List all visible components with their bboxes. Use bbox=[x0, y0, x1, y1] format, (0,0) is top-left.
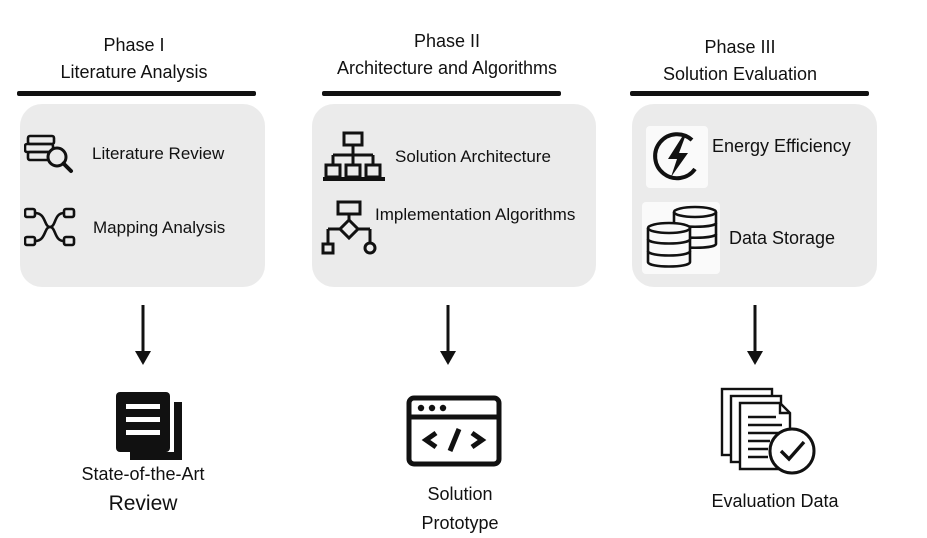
phase-2-title-line2: Architecture and Algorithms bbox=[336, 58, 558, 78]
phase-2-divider bbox=[322, 91, 561, 96]
phase-3-arrow bbox=[745, 305, 765, 367]
phase-1-item-mapping-analysis-label: Mapping Analysis bbox=[93, 218, 226, 237]
phase-1-title-line1: Phase I bbox=[103, 35, 165, 55]
lightning-icon bbox=[646, 126, 708, 188]
phase-1-item-literature-review: Literature Review bbox=[24, 130, 224, 178]
phase-1-item-mapping-analysis: Mapping Analysis bbox=[24, 206, 225, 250]
phase-2-item-implementation-algorithms: Implementation Algorithms bbox=[320, 198, 575, 258]
phase-1-output-line2: Review bbox=[108, 492, 178, 515]
phase-2: Phase II Architecture and Algorithms Sol… bbox=[300, 0, 610, 534]
database-icon bbox=[642, 202, 720, 274]
hierarchy-icon bbox=[323, 131, 385, 183]
phase-2-arrow bbox=[438, 305, 458, 367]
phase-3-item-data-storage: Data Storage bbox=[642, 202, 835, 274]
phase-3-title-line2: Solution Evaluation bbox=[662, 64, 818, 84]
mapping-nodes-icon bbox=[24, 206, 78, 250]
phase-2-title-line1: Phase II bbox=[413, 31, 481, 51]
phase-1: Phase I Literature Analysis Literature R… bbox=[0, 0, 290, 534]
document-stack-icon bbox=[114, 390, 190, 466]
verified-documents-icon bbox=[718, 385, 822, 481]
phase-2-item-implementation-algorithms-label: Implementation Algorithms bbox=[375, 205, 576, 224]
phase-1-output-line1: State-of-the-Art bbox=[81, 464, 205, 484]
phase-3: Phase III Solution Evaluation Energy Eff… bbox=[620, 0, 920, 534]
phase-1-arrow bbox=[133, 305, 153, 367]
phase-3-item-energy-efficiency: Energy Efficiency bbox=[646, 126, 851, 188]
phase-3-output-label: Evaluation Data bbox=[680, 487, 870, 516]
phase-2-item-solution-architecture-label: Solution Architecture bbox=[395, 147, 551, 166]
phase-3-divider bbox=[630, 91, 869, 96]
phase-1-output-label: State-of-the-Art Review bbox=[40, 460, 246, 518]
phase-3-title: Phase III Solution Evaluation bbox=[620, 34, 860, 88]
phase-2-output-label: Solution Prototype bbox=[360, 480, 560, 538]
phase-1-box bbox=[20, 104, 265, 287]
phase-3-item-data-storage-label: Data Storage bbox=[729, 227, 836, 248]
code-window-icon bbox=[406, 395, 502, 467]
phase-2-title: Phase II Architecture and Algorithms bbox=[300, 28, 594, 82]
phase-1-title-line2: Literature Analysis bbox=[60, 62, 208, 82]
phase-2-output-line2: Prototype bbox=[421, 513, 499, 533]
phase-1-item-literature-review-label: Literature Review bbox=[92, 144, 225, 163]
phase-1-divider bbox=[17, 91, 256, 96]
literature-search-icon bbox=[24, 130, 78, 178]
phase-1-title: Phase I Literature Analysis bbox=[0, 32, 268, 86]
phase-3-output-line1: Evaluation Data bbox=[711, 491, 839, 511]
phase-2-item-solution-architecture: Solution Architecture bbox=[323, 131, 551, 183]
phase-2-output-line1: Solution bbox=[427, 484, 493, 504]
phase-3-title-line1: Phase III bbox=[704, 37, 776, 57]
flowchart-icon bbox=[320, 198, 380, 258]
phase-3-item-energy-efficiency-label: Energy Efficiency bbox=[712, 135, 851, 156]
